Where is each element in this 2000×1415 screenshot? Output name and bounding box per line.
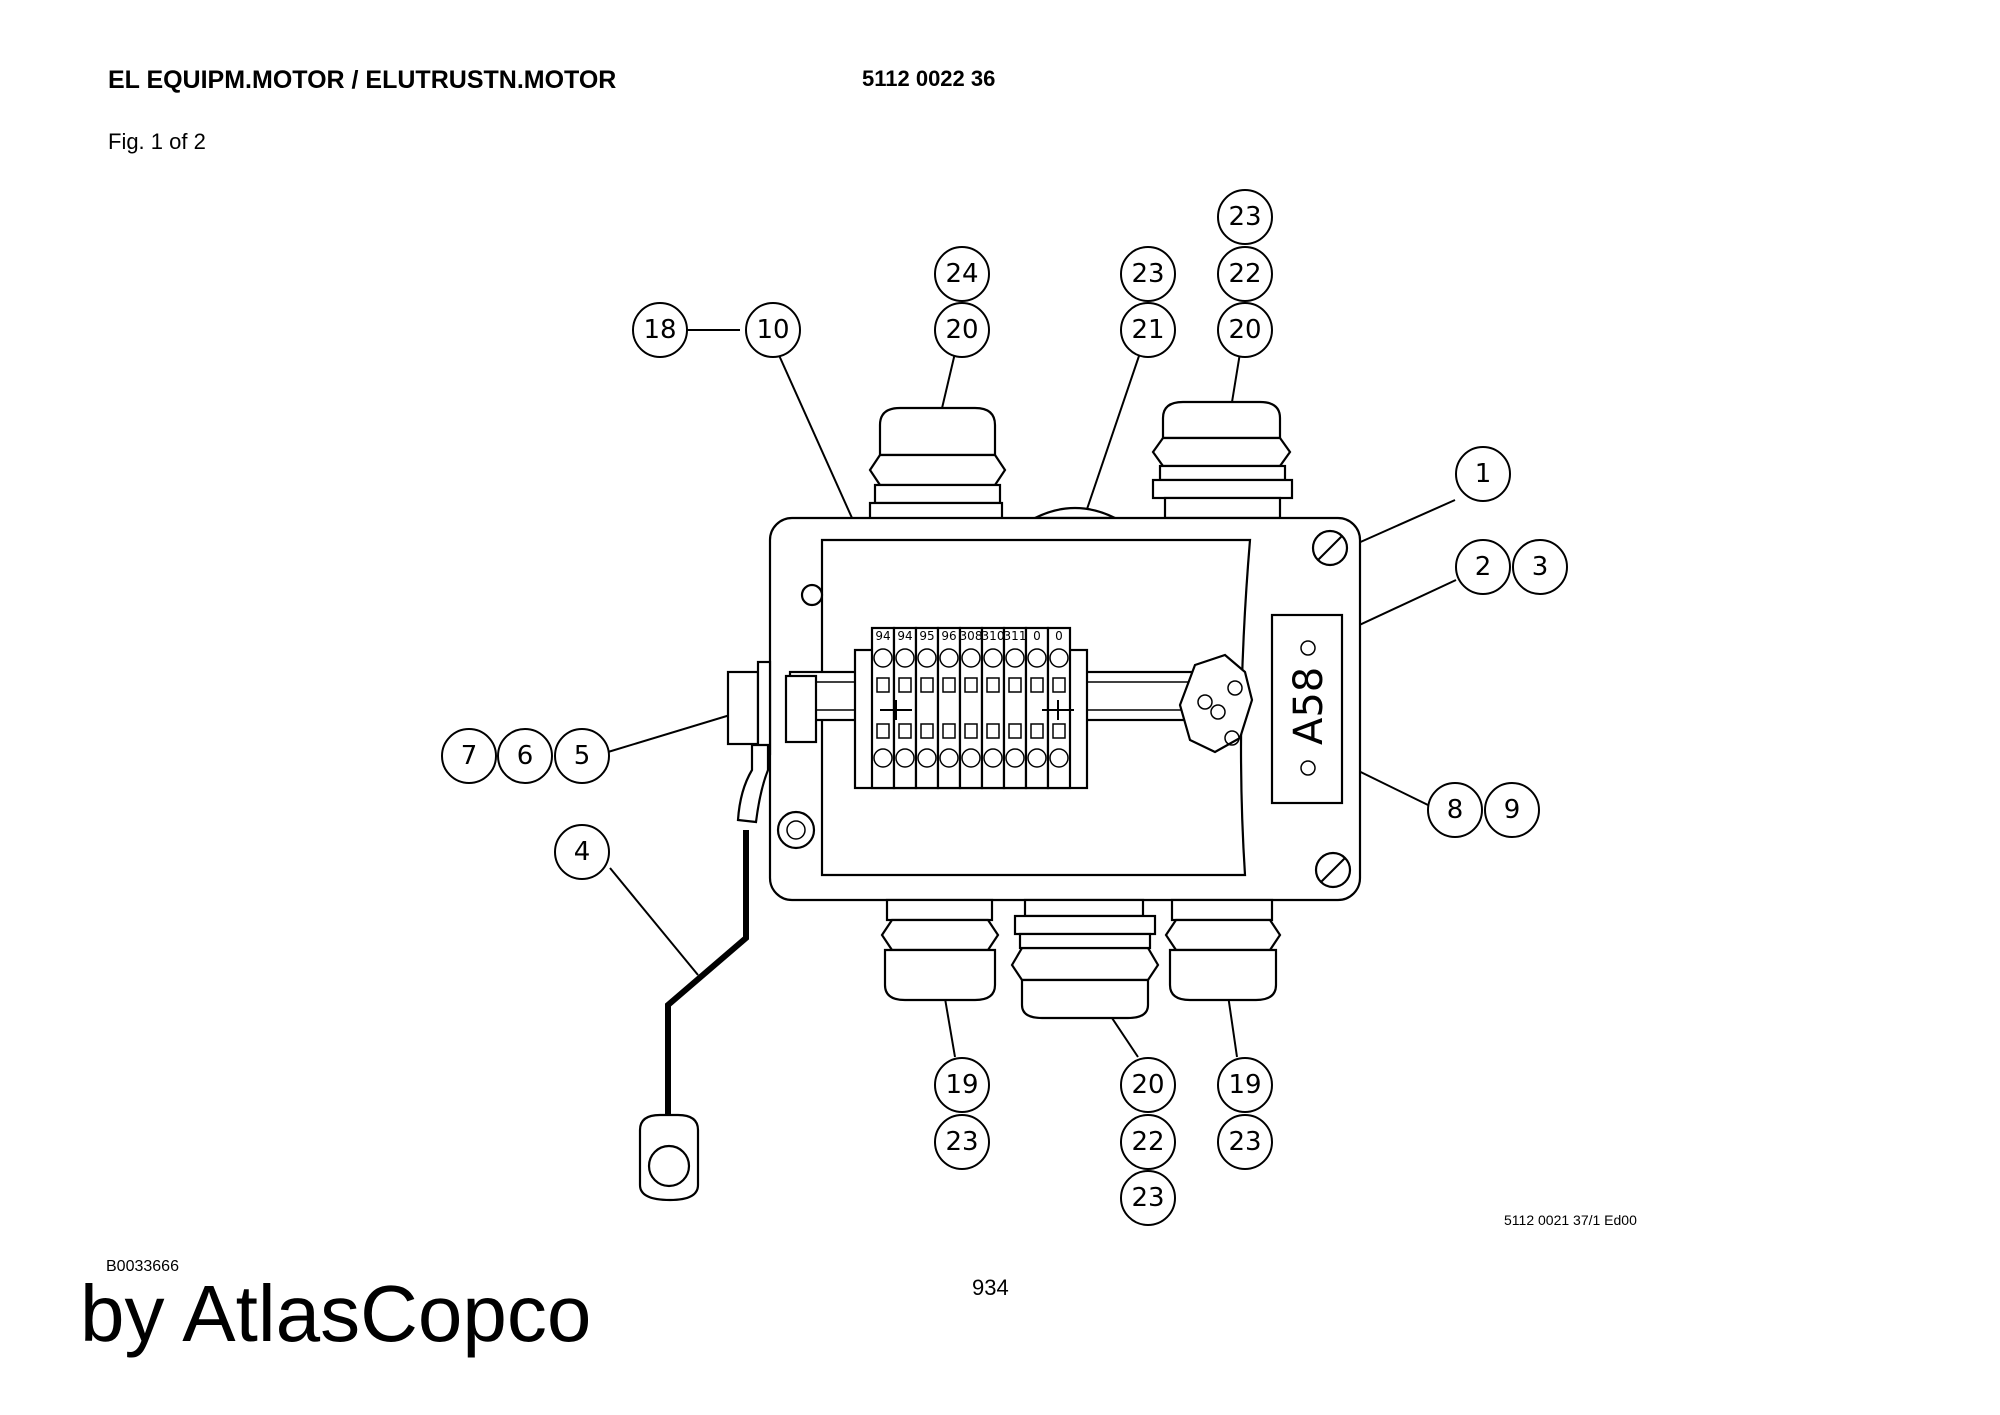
terminal-label: 311 <box>1004 629 1027 643</box>
callout-label: 9 <box>1504 795 1521 825</box>
label-plate-text: A58 <box>1286 667 1332 745</box>
relay-socket <box>1178 653 1254 754</box>
top-left-cable-gland <box>868 406 1007 521</box>
callout-label: 21 <box>1131 315 1164 345</box>
terminal-label: 0 <box>1033 629 1041 643</box>
callout-label: 4 <box>574 837 591 867</box>
label-plate-a58: A58 <box>1270 613 1344 805</box>
callout-label: 23 <box>1228 202 1261 232</box>
callout-label: 8 <box>1447 795 1464 825</box>
terminal-label: 308 <box>960 629 983 643</box>
bottom-right-cable-gland <box>1164 898 1282 1002</box>
terminal-block: 94 94 95 96 308 310 311 0 0 <box>788 626 1212 790</box>
terminal-label: 95 <box>919 629 934 643</box>
drawing-reference: 5112 0021 37/1 Ed00 <box>1504 1212 1637 1228</box>
callout-label: 23 <box>1228 1127 1261 1157</box>
callout-label: 20 <box>1131 1070 1164 1100</box>
bottom-middle-cable-gland <box>1010 898 1160 1020</box>
callout-label: 10 <box>756 315 789 345</box>
callout-label: 1 <box>1475 459 1492 489</box>
callout-label: 22 <box>1228 259 1261 289</box>
callout-label: 22 <box>1131 1127 1164 1157</box>
callout-label: 20 <box>945 315 978 345</box>
callout-label: 2 <box>1475 552 1492 582</box>
callout-label: 6 <box>517 741 534 771</box>
callout-label: 24 <box>945 259 978 289</box>
callout-label: 19 <box>945 1070 978 1100</box>
terminal-label: 94 <box>875 629 890 643</box>
callout-label: 23 <box>1131 259 1164 289</box>
callout-label: 19 <box>1228 1070 1261 1100</box>
callout-label: 23 <box>1131 1183 1164 1213</box>
callout-label: 5 <box>574 741 591 771</box>
top-right-cable-gland <box>1151 400 1294 520</box>
brand-watermark: by AtlasCopco <box>80 1269 592 1358</box>
terminal-label: 96 <box>941 629 956 643</box>
callout-label: 18 <box>643 315 676 345</box>
callout-bubbles: 18 10 24 20 23 21 23 22 20 1 2 3 7 6 5 4… <box>441 189 1568 1226</box>
page-number: 934 <box>972 1275 1009 1300</box>
document-title: EL EQUIPM.MOTOR / ELUTRUSTN.MOTOR <box>108 66 617 94</box>
bottom-left-cable-gland <box>880 898 1000 1002</box>
earth-bolt <box>726 660 818 824</box>
terminal-label: 310 <box>982 629 1005 643</box>
terminal-label: 0 <box>1055 629 1063 643</box>
callout-label: 7 <box>461 741 478 771</box>
earth-cable <box>638 830 749 1202</box>
callout-label: 23 <box>945 1127 978 1157</box>
callout-label: 3 <box>1532 552 1549 582</box>
top-middle-plug <box>1034 506 1116 520</box>
callout-label: 20 <box>1228 315 1261 345</box>
document-id: B0033666 <box>106 1258 179 1275</box>
terminal-label: 94 <box>897 629 912 643</box>
figure-label: Fig. 1 of 2 <box>108 129 206 154</box>
part-number: 5112 0022 36 <box>862 66 996 91</box>
